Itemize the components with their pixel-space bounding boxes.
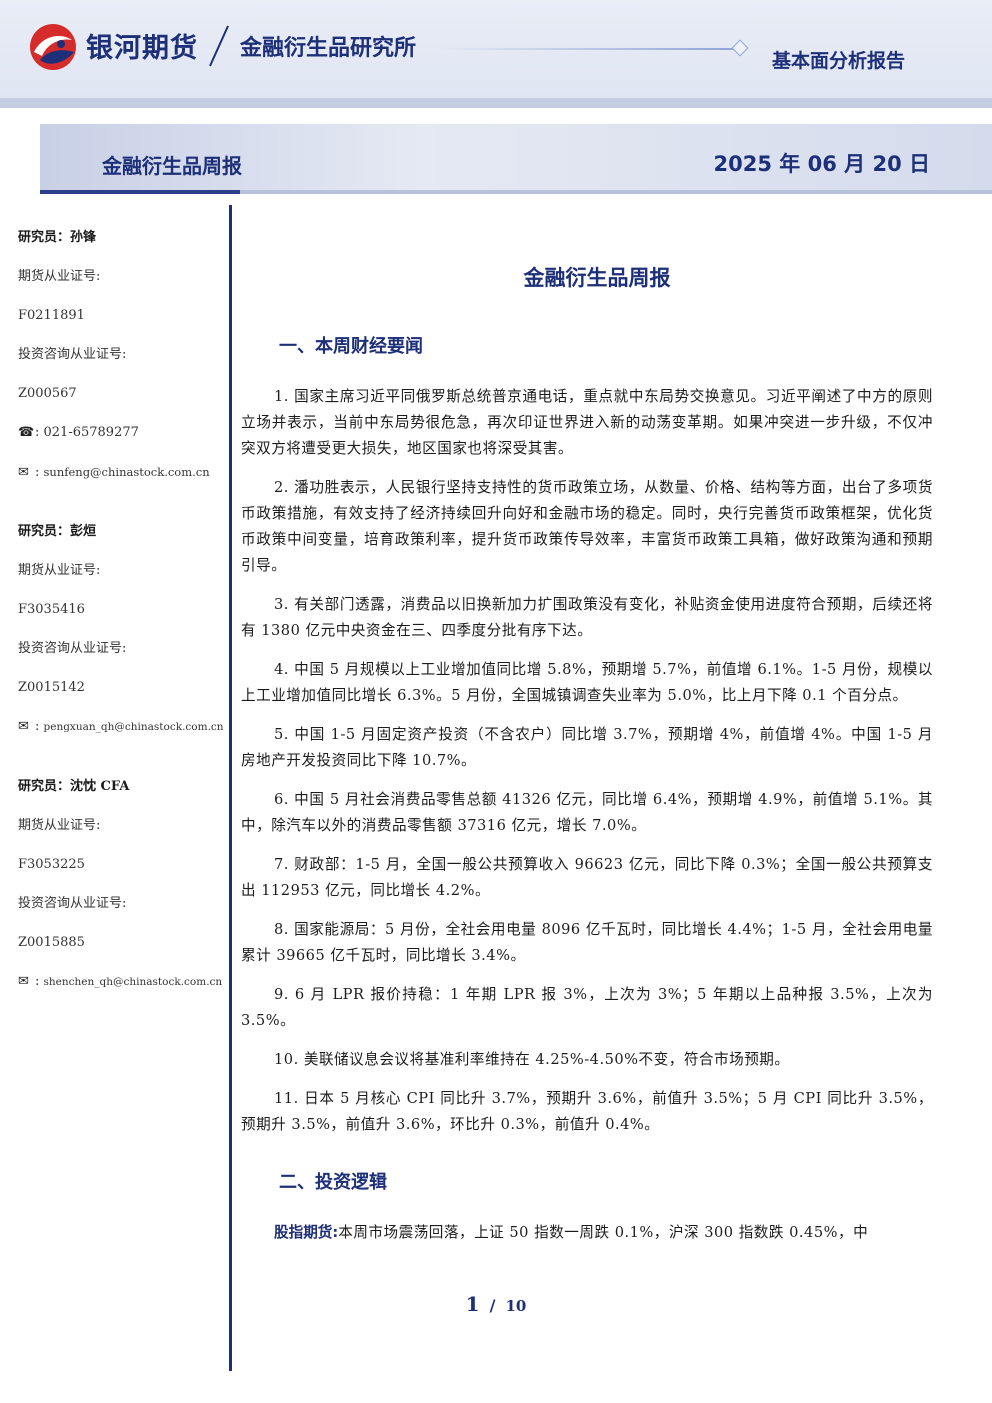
researcher-card: 研究员：沈忱 CFA 期货从业证号: F3053225 投资咨询从业证号: Z0… xyxy=(18,777,223,1011)
header-bar: 银河期货 金融衍生品研究所 基本面分析报告 xyxy=(0,0,992,98)
header-strip xyxy=(0,98,992,108)
page-separator: / xyxy=(489,1296,496,1315)
banner-accent xyxy=(40,190,240,194)
phone-number: 021-65789277 xyxy=(43,425,139,440)
department-name: 金融衍生品研究所 xyxy=(240,36,417,61)
email-link[interactable]: pengxuan_qh@chinastock.com.cn xyxy=(43,721,224,733)
investment-logic-text: 本周市场震荡回落，上证 50 指数一周跌 0.1%，沪深 300 指数跌 0.4… xyxy=(338,1224,869,1241)
news-item: 9. 6 月 LPR 报价持稳：1 年期 LPR 报 3%，上次为 3%；5 年… xyxy=(241,986,933,1029)
futures-license-id: F3035416 xyxy=(18,602,85,617)
header-decor-line xyxy=(440,48,740,50)
mail-icon: ✉ xyxy=(18,719,29,734)
section-heading-logic: 二、投资逻辑 xyxy=(279,1172,387,1193)
document-title: 金融衍生品周报 xyxy=(523,266,671,290)
main-content: 金融衍生品周报 一、本周财经要闻 1. 国家主席习近平同俄罗斯总统普京通电话，重… xyxy=(241,262,933,1259)
news-item: 1. 国家主席习近平同俄罗斯总统普京通电话，重点就中东局势交换意见。习近平阐述了… xyxy=(241,388,933,457)
page-number: 1 / 10 xyxy=(0,1292,992,1316)
logo-divider xyxy=(209,25,229,67)
news-item: 5. 中国 1-5 月固定资产投资（不含农户）同比增 3.7%，预期增 4%，前… xyxy=(241,726,933,769)
report-type: 基本面分析报告 xyxy=(772,50,906,72)
futures-license-id: F3053225 xyxy=(18,857,85,872)
futures-license-id: F0211891 xyxy=(18,308,85,323)
news-item: 8. 国家能源局：5 月份，全社会用电量 8096 亿千瓦时，同比增长 4.4%… xyxy=(241,921,933,964)
investment-logic-paragraph: 股指期货:本周市场震荡回落，上证 50 指数一周跌 0.1%，沪深 300 指数… xyxy=(241,1220,933,1246)
invest-license-label: 投资咨询从业证号: xyxy=(18,896,127,911)
section-heading-news: 一、本周财经要闻 xyxy=(279,336,423,357)
email-link[interactable]: shenchen_qh@chinastock.com.cn xyxy=(43,976,223,988)
invest-license-label: 投资咨询从业证号: xyxy=(18,641,127,656)
email-row: ✉: pengxuan_qh@chinastock.com.cn xyxy=(18,717,224,756)
invest-license-label: 投资咨询从业证号: xyxy=(18,347,127,362)
news-item: 4. 中国 5 月规模以上工业增加值同比增 5.8%，预期增 5.7%，前值增 … xyxy=(241,661,933,704)
futures-license-label: 期货从业证号: xyxy=(18,818,101,833)
news-item: 2. 潘功胜表示，人民银行坚持支持性的货币政策立场，从数量、价格、结构等方面，出… xyxy=(241,479,933,574)
phone-row: ☎: 021-65789277 xyxy=(18,423,223,462)
title-banner xyxy=(40,124,992,192)
stock-index-futures-label: 股指期货: xyxy=(274,1224,339,1241)
news-item: 6. 中国 5 月社会消费品零售总额 41326 亿元，同比增 6.4%，预期增… xyxy=(241,791,933,834)
mail-icon: ✉ xyxy=(18,465,29,480)
company-name: 银河期货 xyxy=(86,33,198,64)
news-item: 10. 美联储议息会议将基准利率维持在 4.25%-4.50%不变，符合市场预期… xyxy=(274,1051,790,1068)
phone-icon: ☎ xyxy=(18,425,35,440)
current-page: 1 xyxy=(465,1292,480,1316)
diamond-icon xyxy=(731,39,749,57)
banner-title: 金融衍生品周报 xyxy=(102,154,242,178)
invest-license-id: Z000567 xyxy=(18,386,77,401)
researcher-name: 研究员：沈忱 CFA xyxy=(18,779,130,794)
mail-icon: ✉ xyxy=(18,974,29,989)
researcher-name: 研究员：孙锋 xyxy=(18,230,97,245)
total-pages: 10 xyxy=(505,1297,527,1315)
news-item: 3. 有关部门透露，消费品以旧换新加力扩围政策没有变化，补贴资金使用进度符合预期… xyxy=(241,596,933,639)
email-link[interactable]: sunfeng@chinastock.com.cn xyxy=(43,465,210,479)
futures-license-label: 期货从业证号: xyxy=(18,563,101,578)
researcher-card: 研究员：孙锋 期货从业证号: F0211891 投资咨询从业证号: Z00056… xyxy=(18,228,223,501)
researcher-sidebar: 研究员：孙锋 期货从业证号: F0211891 投资咨询从业证号: Z00056… xyxy=(18,228,224,1011)
sidebar-divider xyxy=(229,205,232,1371)
email-row: ✉: shenchen_qh@chinastock.com.cn xyxy=(18,972,223,1011)
galaxy-logo-icon xyxy=(30,24,76,70)
banner-underline xyxy=(40,190,992,194)
news-item: 7. 财政部：1-5 月，全国一般公共预算收入 96623 亿元，同比下降 0.… xyxy=(241,856,933,899)
invest-license-id: Z0015885 xyxy=(18,935,85,950)
researcher-name: 研究员：彭烜 xyxy=(18,524,97,539)
futures-license-label: 期货从业证号: xyxy=(18,269,101,284)
report-date: 2025 年 06 月 20 日 xyxy=(713,152,930,176)
news-item: 11. 日本 5 月核心 CPI 同比升 3.7%，预期升 3.6%，前值升 3… xyxy=(241,1090,933,1133)
researcher-card: 研究员：彭烜 期货从业证号: F3035416 投资咨询从业证号: Z00151… xyxy=(18,522,224,756)
invest-license-id: Z0015142 xyxy=(18,680,85,695)
email-row: ✉: sunfeng@chinastock.com.cn xyxy=(18,462,223,501)
